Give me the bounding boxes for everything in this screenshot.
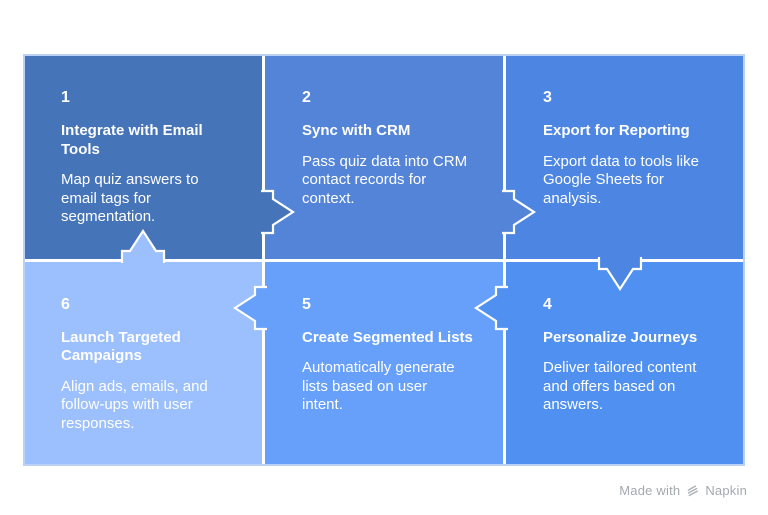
step-number: 4 [543,295,552,313]
step-number: 6 [61,295,70,313]
puzzle-diagram: 1 Integrate with Email Tools Map quiz an… [23,54,745,466]
step-title: Integrate with Email Tools [61,122,203,158]
step-title: Sync with CRM [302,122,411,139]
watermark-prefix: Made with [619,482,681,498]
step-number: 1 [61,89,70,106]
step-number: 2 [302,89,311,106]
step-box-5: 5 Create Segmented Lists Automatically g… [265,261,503,465]
step-title: Personalize Journeys [543,328,698,346]
step-body: Map quiz answers to email tags for segme… [61,171,199,225]
napkin-logo-icon [687,484,699,496]
step-title: Create Segmented Lists [302,328,473,346]
step-body: Pass quiz data into CRM contact records … [302,152,468,207]
step-body: Align ads, emails, and follow-ups with u… [61,377,208,432]
step-title: Export for Reporting [543,122,690,139]
step-box-4: 4 Personalize Journeys Deliver tailored … [506,261,744,465]
step-body: Export data to tools like Google Sheets … [543,152,699,207]
watermark-brand: Napkin [705,482,747,498]
step-title: Launch Targeted Campaigns [61,328,181,365]
step-box-6: 6 Launch Targeted Campaigns Align ads, e… [24,261,262,465]
watermark: Made with Napkin [619,481,747,499]
step-body: Deliver tailored content and offers base… [543,359,697,413]
step-box-1: 1 Integrate with Email Tools Map quiz an… [24,55,262,259]
step-box-2: 2 Sync with CRM Pass quiz data into CRM … [265,55,503,259]
step-body: Automatically generate lists based on us… [302,359,455,413]
step-number: 5 [302,295,311,313]
step-number: 3 [543,89,552,106]
step-box-3: 3 Export for Reporting Export data to to… [506,55,744,259]
